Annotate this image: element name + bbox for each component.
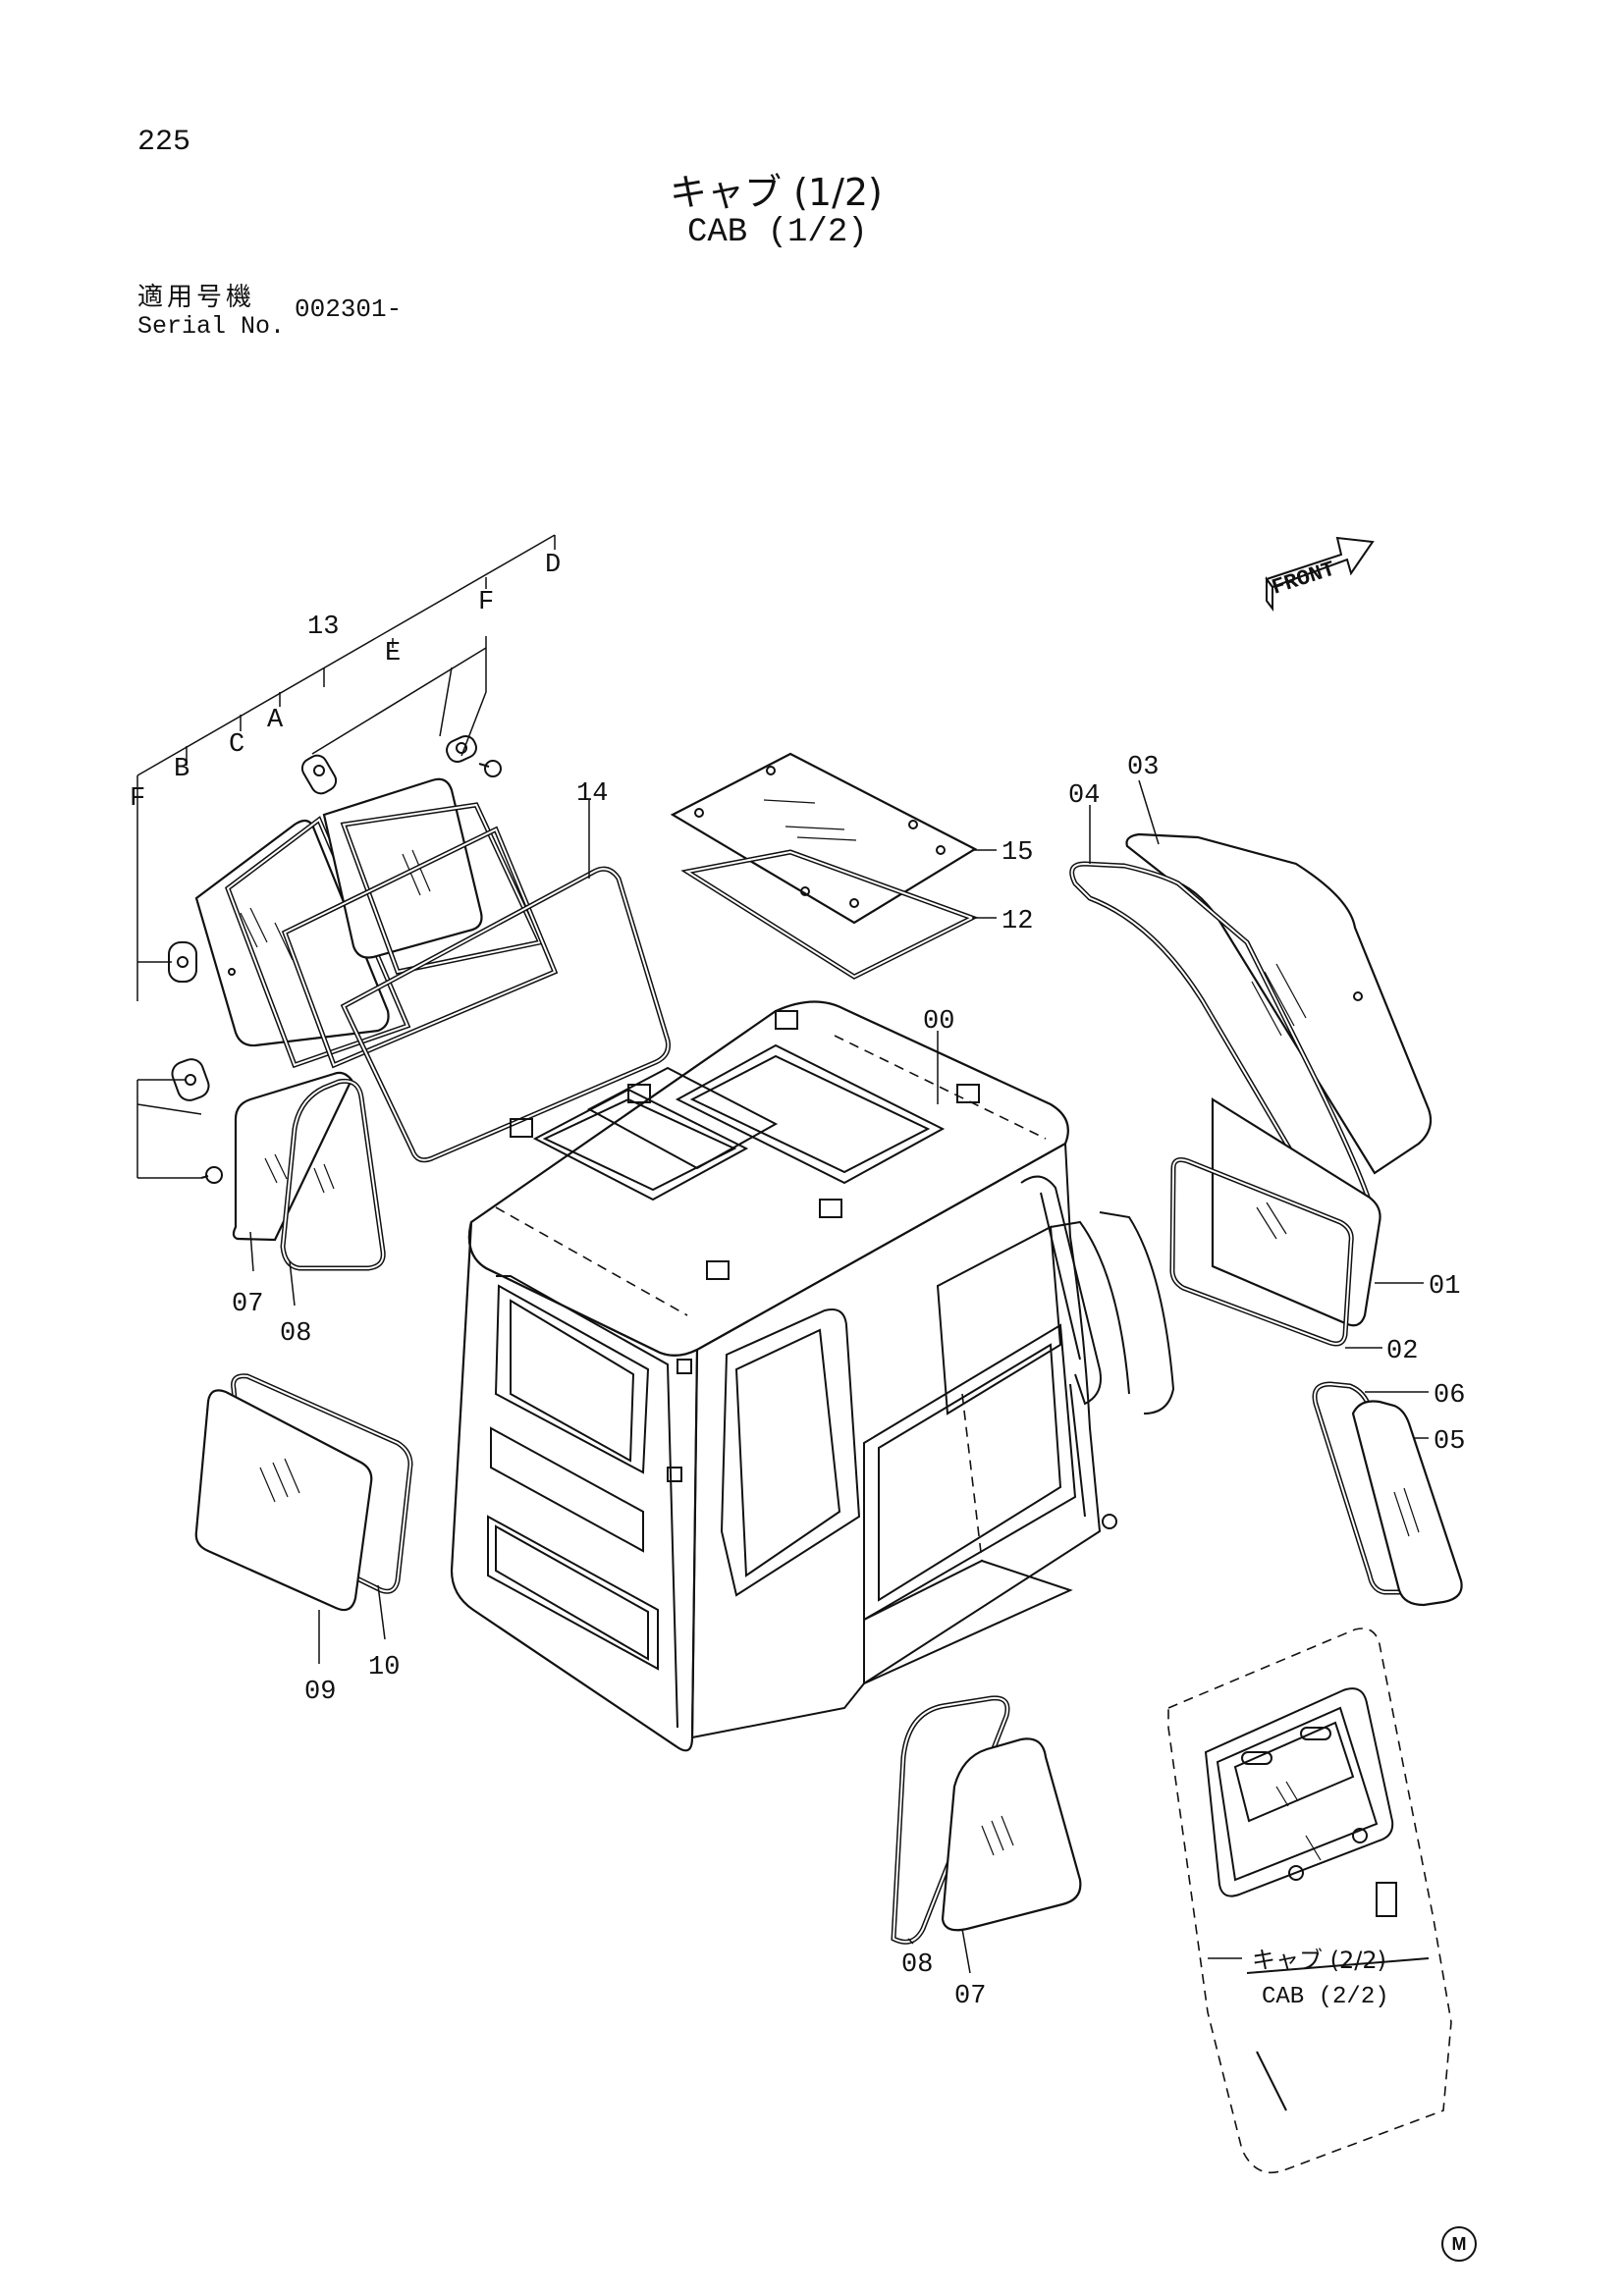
callout-07-left: 07 xyxy=(232,1290,263,1319)
callout-13: 13 xyxy=(307,613,339,642)
callout-lines-f xyxy=(136,636,487,1179)
triangle-seal-08-bottom xyxy=(891,1695,1010,1945)
callout-05: 05 xyxy=(1434,1427,1465,1457)
callout-e: E xyxy=(385,639,401,668)
callout-f-top: F xyxy=(478,588,494,617)
callout-f-left: F xyxy=(130,784,145,814)
callout-04: 04 xyxy=(1068,781,1100,811)
callout-12: 12 xyxy=(1001,907,1033,936)
callout-03: 03 xyxy=(1127,753,1159,782)
callout-07-bottom: 07 xyxy=(954,1982,986,2011)
seal-14 xyxy=(340,866,671,1163)
callout-02: 02 xyxy=(1386,1337,1418,1366)
title-japanese: キャブ (1/2) xyxy=(670,171,883,214)
triangle-glass-07-bottom xyxy=(941,1737,1082,1932)
front-label: FRONT xyxy=(1269,557,1338,600)
callout-a: A xyxy=(267,706,284,735)
callout-14: 14 xyxy=(576,779,608,809)
callout-09: 09 xyxy=(304,1678,336,1707)
callout-10: 10 xyxy=(368,1653,400,1682)
callout-08-bottom: 08 xyxy=(901,1950,933,1980)
serial-label-english: Serial No. xyxy=(137,312,286,341)
callout-06: 06 xyxy=(1434,1381,1465,1411)
ref-label-japanese: キャブ (2/2) xyxy=(1252,1947,1386,1974)
side-seal-02 xyxy=(1169,1157,1354,1347)
glass-09 xyxy=(194,1389,373,1612)
serial-label-japanese: 適用号機 xyxy=(137,283,256,312)
callout-c: C xyxy=(229,730,244,760)
callout-bracket-13 xyxy=(136,534,556,1001)
callout-08-left: 08 xyxy=(280,1319,311,1349)
callout-15: 15 xyxy=(1001,838,1033,868)
title-english: CAB (1/2) xyxy=(687,214,868,251)
triangle-seal-08-left xyxy=(280,1078,386,1271)
callout-d: D xyxy=(545,551,561,580)
callout-01: 01 xyxy=(1429,1272,1460,1302)
ref-label-english: CAB (2/2) xyxy=(1262,1984,1389,2010)
side-window-01 xyxy=(1211,1097,1381,1327)
cab-body-00 xyxy=(450,1000,1175,1752)
roof-glass-15 xyxy=(670,752,978,925)
side-seal-04 xyxy=(1069,861,1373,1217)
front-arrow-icon: FRONT xyxy=(1265,536,1375,612)
page-number: 225 xyxy=(137,126,191,159)
glass-05 xyxy=(1351,1400,1463,1607)
seal-frame-c xyxy=(224,816,411,1069)
leader-lines xyxy=(249,779,1429,1974)
callout-00: 00 xyxy=(923,1007,954,1037)
callout-b: B xyxy=(174,755,189,784)
cab-2-2-reference-panel xyxy=(1167,1628,1452,2174)
corner-mark-icon: M xyxy=(1441,2226,1477,2262)
frame-d xyxy=(281,826,559,1069)
clip-bolt-icons xyxy=(168,734,502,1184)
serial-number-value: 002301- xyxy=(295,294,403,324)
